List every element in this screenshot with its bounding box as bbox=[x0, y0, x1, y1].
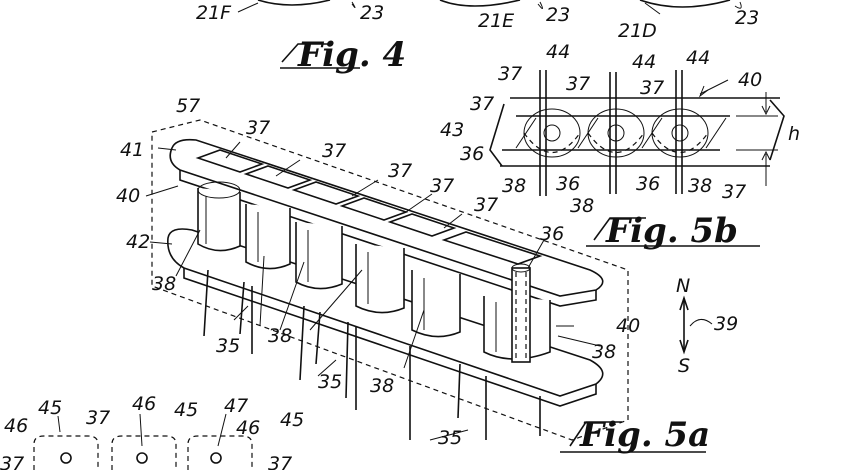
label-36-5b-c: 36 bbox=[636, 173, 660, 195]
label-43: 43 bbox=[440, 119, 464, 141]
label-35-a: 35 bbox=[216, 335, 240, 357]
label-46-c: 46 bbox=[236, 417, 260, 439]
label-23-a: 23 bbox=[360, 2, 384, 24]
label-37-a: 37 bbox=[246, 117, 270, 139]
label-21d: 21D bbox=[618, 20, 657, 42]
label-38-d: 38 bbox=[592, 341, 616, 363]
label-37-e: 37 bbox=[474, 194, 498, 216]
top-pads bbox=[195, 149, 543, 265]
leads-35 bbox=[203, 269, 541, 440]
bottom-figure-partial: 46 45 37 46 45 47 46 45 37 37 bbox=[0, 393, 304, 470]
fig5b-drawing: 44 44 44 40 37 37 37 37 43 36 36 36 38 3… bbox=[440, 41, 800, 217]
label-44-b: 44 bbox=[632, 51, 656, 73]
label-44-c: 44 bbox=[686, 47, 710, 69]
label-38-5b-c: 38 bbox=[688, 175, 712, 197]
compass: N S 39 bbox=[676, 275, 738, 377]
label-57: 57 bbox=[176, 95, 200, 117]
label-37-5b-b: 37 bbox=[566, 73, 590, 95]
label-46-b: 46 bbox=[132, 393, 156, 415]
fig5a-drawing: 57 41 40 42 37 37 37 37 37 36 40 38 38 3… bbox=[116, 95, 640, 449]
label-23-b: 23 bbox=[546, 4, 570, 26]
label-40-5b: 40 bbox=[738, 69, 762, 91]
needles-44 bbox=[539, 70, 683, 196]
label-37-d: 37 bbox=[430, 175, 454, 197]
fig5b-title: Fig. 5b bbox=[586, 211, 760, 251]
label-40-left: 40 bbox=[116, 185, 140, 207]
label-37-bottom-a: 37 bbox=[86, 407, 110, 429]
fig5a-title: Fig. 5a bbox=[560, 415, 710, 455]
label-23-c: 23 bbox=[735, 7, 759, 29]
fig4-label: Fig. 4 bbox=[297, 35, 406, 75]
label-38-5b-a: 38 bbox=[502, 175, 526, 197]
label-35-c: 35 bbox=[438, 427, 462, 449]
pin-36 bbox=[511, 263, 531, 363]
label-42: 42 bbox=[126, 231, 150, 253]
label-38-a: 38 bbox=[152, 273, 176, 295]
label-45-a: 45 bbox=[38, 397, 62, 419]
label-37-5b-c: 37 bbox=[640, 77, 664, 99]
compass-south: S bbox=[678, 355, 690, 377]
label-37-bottom-b: 37 bbox=[0, 453, 24, 470]
label-45-c: 45 bbox=[280, 409, 304, 431]
top-figure-remnant: 21F 23 21E 23 21D 23 bbox=[196, 0, 759, 42]
cylinders bbox=[197, 181, 551, 360]
label-38-c: 38 bbox=[370, 375, 394, 397]
label-39: 39 bbox=[714, 313, 738, 335]
label-h: h bbox=[788, 123, 800, 145]
fig4-title: Fig. 4 bbox=[280, 35, 406, 75]
label-36: 36 bbox=[540, 223, 564, 245]
dimension-h bbox=[736, 92, 778, 186]
label-45-b: 45 bbox=[174, 399, 198, 421]
fig5b-label: Fig. 5b bbox=[605, 211, 738, 251]
label-41: 41 bbox=[120, 139, 144, 161]
label-37-5b-e: 37 bbox=[722, 181, 746, 203]
label-37-5b-d: 37 bbox=[470, 93, 494, 115]
label-47: 47 bbox=[224, 395, 248, 417]
label-21f: 21F bbox=[196, 2, 232, 24]
label-37-bottom-c: 37 bbox=[268, 453, 292, 470]
label-46-a: 46 bbox=[4, 415, 28, 437]
label-36-5b-a: 36 bbox=[460, 143, 484, 165]
compass-north: N bbox=[676, 275, 690, 297]
leaders-5a bbox=[145, 141, 601, 441]
label-36-5b-b: 36 bbox=[556, 173, 580, 195]
label-40-right: 40 bbox=[616, 315, 640, 337]
label-35-b: 35 bbox=[318, 371, 342, 393]
label-37-5b-a: 37 bbox=[498, 63, 522, 85]
fig5a-label: Fig. 5a bbox=[579, 415, 710, 455]
label-37-c: 37 bbox=[388, 160, 412, 182]
label-38-5b-b: 38 bbox=[570, 195, 594, 217]
label-38-b: 38 bbox=[268, 325, 292, 347]
label-44-a: 44 bbox=[546, 41, 570, 63]
label-21e: 21E bbox=[478, 10, 514, 32]
label-37-b: 37 bbox=[322, 140, 346, 162]
